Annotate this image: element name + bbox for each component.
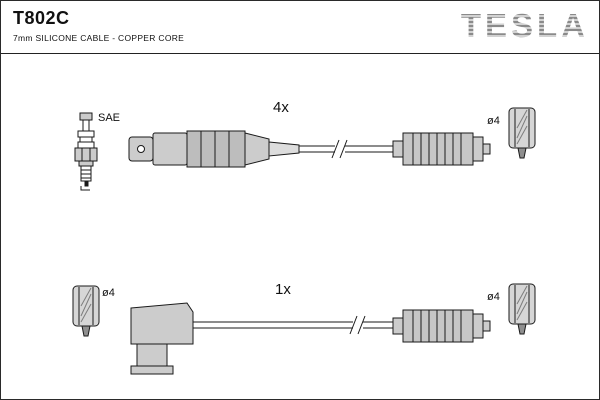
tesla-logo: TESLA	[460, 7, 589, 44]
top-cable-assembly	[128, 130, 491, 168]
header-left: T802C 7mm SILICONE CABLE - COPPER CORE	[13, 8, 184, 43]
quantity-label-bottom: 1x	[275, 281, 291, 298]
cable-spec-subtitle: 7mm SILICONE CABLE - COPPER CORE	[13, 32, 185, 43]
diameter-label-bottom-left: ø4	[102, 287, 115, 299]
terminal-cap-bottom-right	[508, 283, 536, 335]
part-number: T802C	[13, 8, 70, 28]
diameter-label-bottom-right: ø4	[487, 291, 500, 303]
terminal-cap-top-right	[508, 107, 536, 159]
spark-plug-icon	[74, 112, 98, 191]
terminal-cap-bottom-left	[72, 285, 100, 337]
diameter-label-top-right: ø4	[487, 115, 500, 127]
bottom-cable-assembly	[130, 302, 491, 375]
quantity-label-top: 4x	[273, 99, 289, 116]
sae-label: SAE	[98, 112, 120, 124]
header: T802C 7mm SILICONE CABLE - COPPER CORE T…	[1, 1, 599, 54]
diagram-canvas: SAE 4x	[72, 99, 536, 375]
